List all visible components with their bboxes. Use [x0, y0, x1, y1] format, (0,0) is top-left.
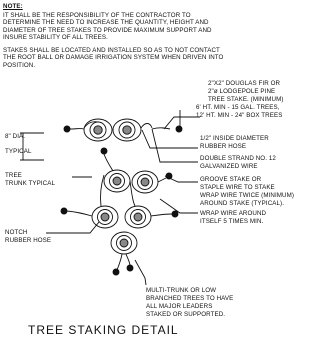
leader-groove	[164, 175, 198, 183]
leader-wire	[151, 128, 198, 163]
placement-line-1: STAKES SHALL BE LOCATED AND INSTALLED SO…	[3, 47, 220, 54]
dia-label-2: TYPICAL	[5, 148, 32, 155]
groove-label-1: GROOVE STAKE OR	[200, 176, 262, 183]
wire-label-1: DOUBLE STRAND NO. 12	[200, 155, 276, 162]
hose-label-1: 1/2" INSIDE DIAMETER	[200, 135, 269, 142]
groove-label-4: AROUND STAKE (TYPICAL).	[200, 200, 285, 207]
leader-stake-2	[163, 116, 200, 130]
trunk-label-1: TREE	[5, 172, 22, 179]
leader-notch	[46, 221, 100, 234]
multi-trunk-tree	[60, 147, 179, 276]
dia-label-1: 8" DIA.	[5, 133, 26, 140]
trunk-label-2: TRUNK TYPICAL	[5, 180, 56, 187]
stake-label-3: TREE STAKE. (MINIMUM)	[208, 96, 284, 103]
leader-hose	[141, 129, 198, 149]
leader-multi	[134, 259, 147, 286]
note-line-4: INSURE STABILITY OF ALL TREES.	[3, 34, 108, 42]
multi-label-4: STAKED OR SUPPORTED.	[146, 311, 226, 318]
groove-label-3: WRAP WIRE TWICE (MINIMUM)	[200, 192, 295, 199]
upper-tree-pair	[63, 118, 183, 142]
note-heading: NOTE:	[3, 3, 23, 10]
hose-label-2: RUBBER HOSE	[200, 143, 247, 150]
stake-label-5: 12' HT. MIN - 24" BOX TREES	[196, 112, 283, 119]
detail-title: TREE STAKING DETAIL	[28, 323, 179, 337]
wire-label-2: GALVANIZED WIRE	[200, 163, 258, 170]
groove-label-2: STAPLE WIRE TO STAKE	[200, 184, 275, 191]
note-line-3: DIAMETER OF TREE STAKES TO PROVIDE MAXIM…	[3, 26, 212, 34]
stake-label-4: 6' HT. MIN - 15 GAL. TREES,	[196, 104, 280, 111]
note-line-2: DETERMINE THE NEED TO INCREASE THE QUANT…	[3, 19, 209, 27]
leader-wrap	[159, 198, 198, 214]
placement-line-2: THE ROOT BALL OR DAMAGE IRRIGATION SYSTE…	[3, 54, 224, 62]
note-line-1: IT SHALL BE THE RESPONSIBILITY OF THE CO…	[3, 12, 191, 19]
notch-label-2: RUBBER HOSE	[5, 237, 52, 244]
wrap-label-2: ITSELF 5 TIMES MIN.	[200, 218, 264, 225]
wrap-label-1: WRAP WIRE AROUND	[200, 210, 267, 217]
stake-label-1: 2"X2" DOUGLAS FIR OR	[208, 80, 281, 87]
multi-label-2: BRANCHED TREES TO HAVE	[146, 295, 234, 302]
notch-label-1: NOTCH	[5, 229, 28, 236]
multi-label-1: MULTI-TRUNK OR LOW	[146, 287, 217, 294]
placement-line-3: POSITION.	[3, 61, 36, 69]
stake-label-2: 2"ø LODGEPOLE PINE	[208, 88, 276, 95]
multi-label-3: ALL MAJOR LEADERS	[146, 303, 213, 310]
